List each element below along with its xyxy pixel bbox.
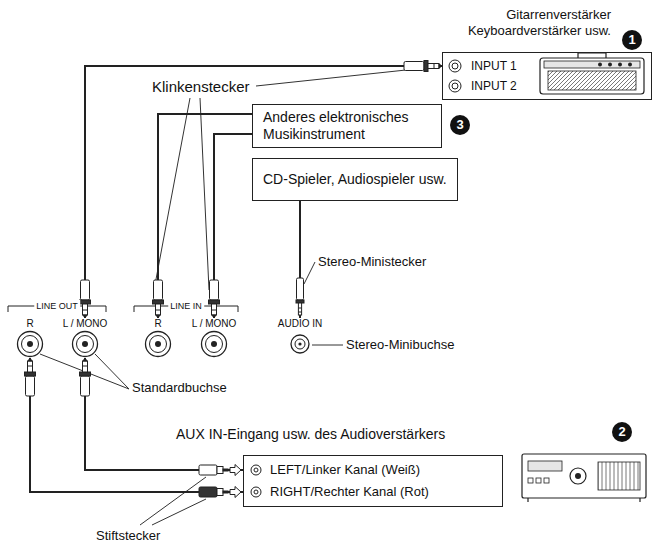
phone-plug (404, 61, 442, 72)
amplifier-input-panel: Gitarrenverstärker Keyboardverstärker us… (442, 52, 652, 100)
socket-symbol (449, 60, 461, 72)
phone-plug (80, 280, 91, 318)
group-label: LINE OUT (34, 300, 80, 312)
jack-socket (71, 330, 99, 358)
part-label: Stereo-Minibuchse (346, 337, 454, 353)
jack-socket (200, 330, 228, 358)
cable (158, 114, 252, 318)
line-out-jack: L / MONO (57, 318, 113, 358)
callout-number: 1 (622, 30, 642, 50)
phone-plug (153, 280, 164, 318)
jack-socket (286, 330, 314, 358)
channel-label: RIGHT/Rechter Kanal (Rot) (270, 481, 492, 503)
rca-plug (199, 487, 241, 498)
jack-socket (16, 330, 44, 358)
group-label: LINE IN (168, 300, 204, 312)
line-in-jack: L / MONO (186, 318, 242, 358)
cable (30, 358, 243, 492)
phone-plug (80, 358, 91, 396)
audio-receiver (522, 454, 646, 502)
callout-number: 3 (450, 115, 470, 135)
guitar-amplifier (540, 53, 644, 94)
input-label: INPUT 1 (471, 56, 645, 76)
jack-label: L / MONO (63, 318, 108, 330)
device-heading: AUX IN-Eingang usw. des Audioverstärkers (176, 426, 445, 443)
jack-label: R (26, 318, 33, 330)
device-heading: Gitarrenverstärker Keyboardverstärker us… (441, 7, 611, 39)
input-label: INPUT 2 (471, 76, 645, 96)
device-label: Anderes elektronisches Musikinstrument (263, 109, 431, 143)
audio-in-jack: AUDIO IN (272, 318, 328, 358)
part-label: Stereo-Ministecker (318, 254, 426, 270)
part-label: Klinkenstecker (152, 78, 250, 96)
socket-symbol (251, 465, 261, 475)
part-label: Standardbuchse (132, 380, 227, 396)
line-in-jack: R (130, 318, 186, 358)
instrument-box: Anderes elektronisches Musikinstrument (252, 104, 442, 148)
channel-label: LEFT/Linker Kanal (Weiß) (270, 459, 492, 481)
part-label: Stiftstecker (96, 528, 160, 544)
cable (85, 358, 243, 470)
phone-plug (209, 280, 220, 318)
player-box: CD-Spieler, Audiospieler usw. (252, 158, 458, 201)
callout-number: 2 (612, 422, 632, 442)
aux-input-panel: AUX IN-Eingang usw. des Audioverstärkers… (243, 455, 503, 507)
cable (214, 134, 252, 318)
socket-symbol (251, 487, 261, 497)
rca-plug (199, 465, 241, 476)
jack-label: R (154, 318, 161, 330)
line-out-jack: R (2, 318, 58, 358)
phone-plug (25, 358, 36, 396)
jack-label: AUDIO IN (278, 318, 322, 330)
socket-symbol (449, 80, 461, 92)
jack-socket (144, 330, 172, 358)
device-label: CD-Spieler, Audiospieler usw. (263, 171, 447, 188)
jack-label: L / MONO (192, 318, 237, 330)
mini-plug (296, 278, 304, 315)
cable (85, 66, 442, 318)
